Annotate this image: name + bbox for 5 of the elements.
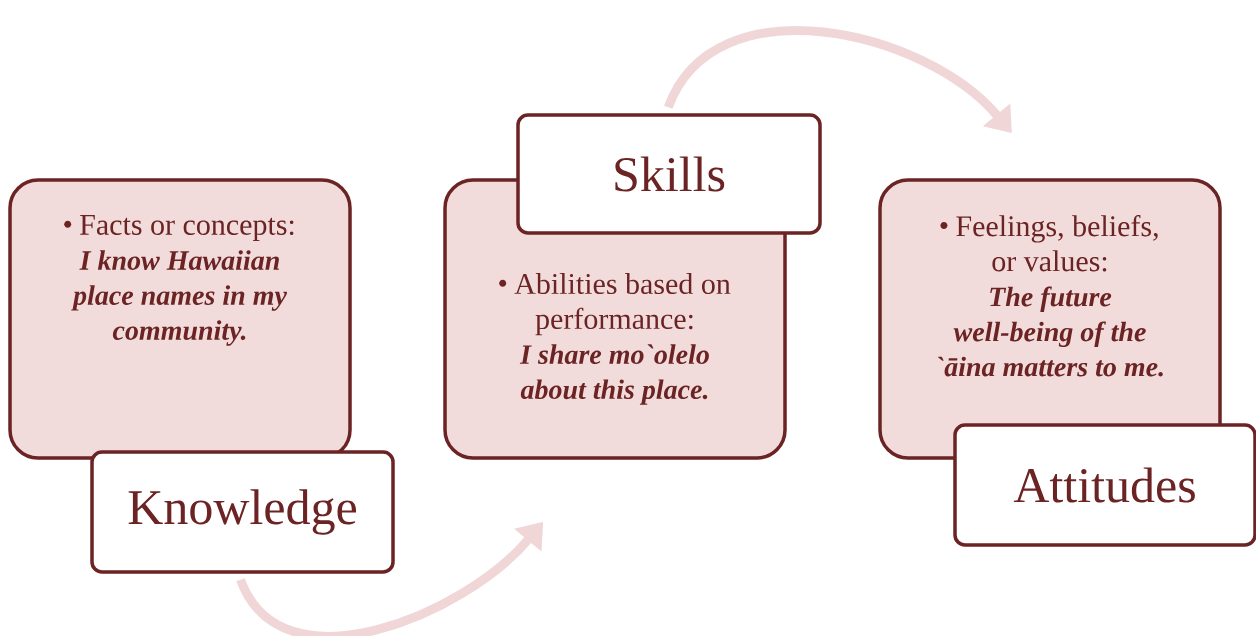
content-card: Facts or concepts: I know Hawaiian place names in my community. (8, 178, 352, 460)
title-box: Attitudes (953, 423, 1256, 547)
title-box: Knowledge (90, 450, 395, 574)
content-card: Feelings, beliefs, or values: The future well-being of the `āina matters to me. (878, 178, 1222, 460)
title-box: Skills (516, 113, 822, 235)
